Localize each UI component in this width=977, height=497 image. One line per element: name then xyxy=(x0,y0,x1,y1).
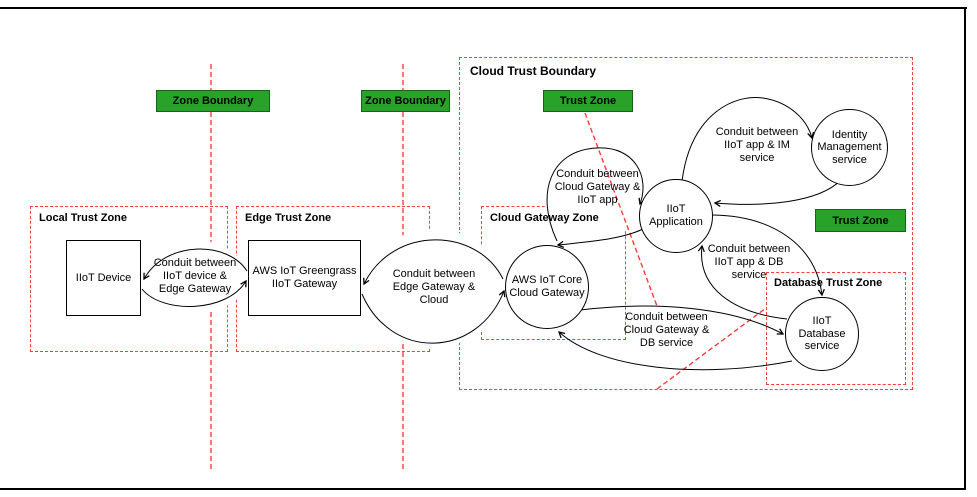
zone-boundary-badge-1-text: Zone Boundary xyxy=(172,95,254,107)
conduit-gateway-app-label: Conduit between Cloud Gateway & IIoT app xyxy=(554,168,641,206)
arrow-edge-gateway-to-cloud xyxy=(361,289,506,344)
node-iiot-application-label: IIoT Application xyxy=(649,203,703,228)
zone-boundary-badge-2-text: Zone Boundary xyxy=(365,95,446,107)
conduit-arrows xyxy=(141,96,842,371)
node-identity-management: Identity Management service xyxy=(811,109,888,186)
trust-zone-badge-1-text: Trust Zone xyxy=(559,95,617,107)
arrow-gateway-to-app xyxy=(546,147,646,242)
arrow-app-to-db xyxy=(712,214,825,297)
arrow-gateway-to-db xyxy=(579,305,785,335)
arrow-db-to-app xyxy=(697,244,788,320)
arrow-device-to-edge xyxy=(141,279,247,307)
arrow-db-to-gateway xyxy=(557,331,793,371)
cloud-trust-boundary-label: Cloud Trust Boundary xyxy=(470,64,596,78)
trust-zone-badge-2: Trust Zone xyxy=(815,209,906,232)
conduit-app-db-label: Conduit between IIoT app & DB service xyxy=(707,243,791,281)
conduit-edge-cloud-label: Conduit between Edge Gateway & Cloud xyxy=(392,268,476,306)
node-iiot-database: IIoT Database service xyxy=(785,297,859,371)
lens-app-im xyxy=(701,98,813,194)
arrow-cloud-to-edge-gateway xyxy=(363,239,504,286)
node-cloud-gateway: AWS IoT Core Cloud Gateway xyxy=(505,245,589,329)
edge-trust-zone-label: Edge Trust Zone xyxy=(245,212,332,224)
page-border-top xyxy=(0,7,967,9)
node-iiot-application: IIoT Application xyxy=(639,179,713,253)
arrow-app-to-im xyxy=(681,96,815,182)
lens-gateway-app xyxy=(543,148,651,236)
node-iiot-device: IIoT Device xyxy=(66,240,141,316)
database-trust-zone: Database Trust Zone xyxy=(766,272,906,385)
cloud-gateway-zone-label: Cloud Gateway Zone xyxy=(490,212,599,224)
zone-boundary-badge-2: Zone Boundary xyxy=(361,90,450,112)
arrow-app-to-gateway xyxy=(556,227,646,248)
trust-zone-callout-1 xyxy=(584,112,658,307)
zone-boundary-badge-1: Zone Boundary xyxy=(156,90,270,112)
local-trust-zone-label: Local Trust Zone xyxy=(39,212,128,224)
node-greengrass-gateway: AWS IoT Greengrass IIoT Gateway xyxy=(248,240,361,316)
cloud-trust-boundary: Cloud Trust Boundary xyxy=(459,57,913,390)
conduit-device-edge-label: Conduit between IIoT device & Edge Gatew… xyxy=(153,257,237,295)
lens-device-edge xyxy=(144,240,246,314)
trust-zone-callout-2 xyxy=(656,307,767,390)
node-cloud-gateway-label: AWS IoT Core Cloud Gateway xyxy=(509,274,585,299)
lens-edge-cloud xyxy=(364,229,504,347)
node-identity-management-label: Identity Management service xyxy=(817,128,882,166)
trust-zone-badge-1: Trust Zone xyxy=(543,90,633,112)
page-border-bottom xyxy=(0,488,966,490)
conduit-app-im-label: Conduit between IIoT app & IM service xyxy=(715,126,799,164)
node-greengrass-gateway-label: AWS IoT Greengrass IIoT Gateway xyxy=(252,265,357,290)
arrow-im-to-app xyxy=(713,179,842,207)
conduit-gateway-db-label: Conduit between Cloud Gateway & DB servi… xyxy=(623,311,710,349)
node-iiot-database-label: IIoT Database service xyxy=(798,315,846,353)
conduit-lens-fills xyxy=(144,98,813,347)
trust-zone-callout-lines xyxy=(584,112,767,390)
node-iiot-device-label: IIoT Device xyxy=(75,271,132,284)
arrow-edge-to-device xyxy=(143,248,248,281)
trust-zone-badge-2-text: Trust Zone xyxy=(832,214,889,227)
database-trust-zone-label: Database Trust Zone xyxy=(774,277,883,289)
page-border-right xyxy=(964,7,966,490)
